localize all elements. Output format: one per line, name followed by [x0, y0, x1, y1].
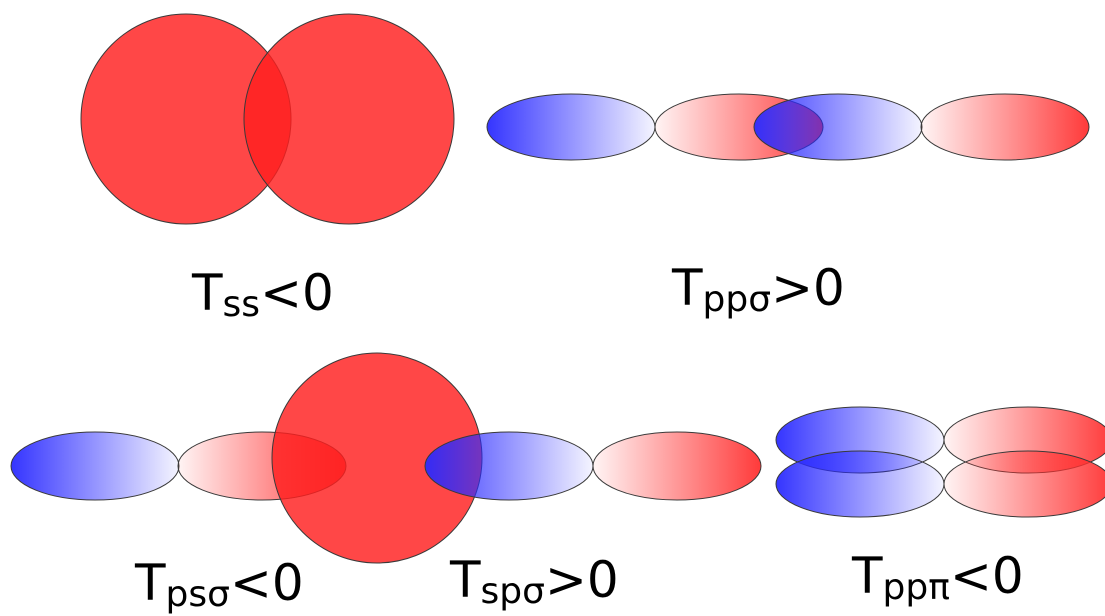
p-lobe-positive: [943, 450, 1105, 518]
p-lobe-negative: [775, 450, 945, 518]
p-orbital-right: [753, 93, 1090, 161]
s-orbital-right: [243, 13, 455, 225]
p-lobe-negative: [10, 431, 180, 501]
ps-sp-overlap-group: [10, 352, 762, 564]
pps-overlap-group: [486, 93, 1090, 161]
label-tpps: Tppσ>0: [671, 259, 845, 320]
ppp-overlap-group: [775, 406, 1105, 518]
p-lobe-negative: [424, 431, 594, 501]
p-orbital-right: [424, 431, 762, 501]
p-lobe-positive: [592, 431, 762, 501]
p-lobe-positive: [920, 93, 1090, 161]
label-tsps: Tspσ>0: [449, 551, 619, 612]
p-lobe-negative: [753, 93, 923, 161]
label-tpss: Tpsσ<0: [134, 554, 304, 615]
ss-overlap-group: [80, 13, 455, 225]
label-tss: Tss<0: [191, 264, 334, 325]
p-lobe-negative: [486, 93, 656, 161]
label-tppp: Tppπ<0: [851, 547, 1024, 608]
p-orbital-bottom: [775, 450, 1105, 518]
